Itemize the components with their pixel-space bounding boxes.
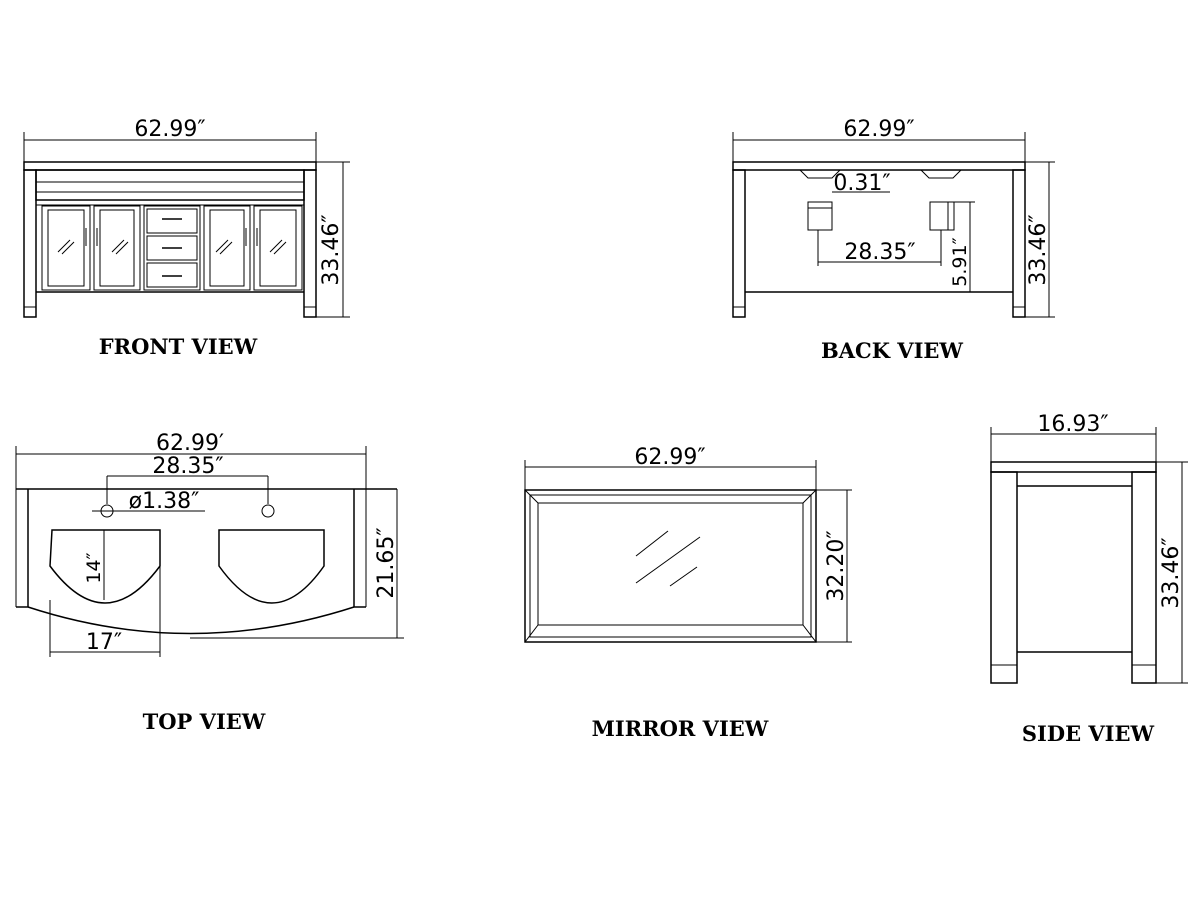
back-offset-dim: 0.31″ <box>833 171 890 196</box>
front-view-title: FRONT VIEW <box>99 334 258 359</box>
top-spacing-dim: 28.35″ <box>152 454 223 479</box>
top-basin-width-dim: 17″ <box>86 630 122 655</box>
side-view-title: SIDE VIEW <box>1022 721 1155 746</box>
side-view: 16.93″ 33.46″ SIDE VIEW <box>990 412 1188 746</box>
mirror-width-dim: 62.99″ <box>634 445 705 470</box>
top-depth-dim: 21.65″ <box>374 527 399 598</box>
mirror-view: 62.99″ 32.20″ MIRROR VIEW <box>524 445 852 741</box>
back-height-dim: 33.46″ <box>1026 214 1051 285</box>
side-width-dim: 16.93″ <box>1037 412 1108 437</box>
side-height-dim: 33.46″ <box>1159 537 1184 608</box>
top-basin-depth-dim: 14″ <box>83 552 105 583</box>
top-hole-dim: ø1.38″ <box>129 489 200 514</box>
front-width-dim: 62.99″ <box>134 117 205 142</box>
front-view: 62.99″ <box>23 117 350 359</box>
top-view: 62.99′ 28.35″ ø1.38″ 14″ 17″ 21.65″ TOP … <box>15 431 404 734</box>
top-view-title: TOP VIEW <box>143 709 266 734</box>
back-drop-dim: 5.91″ <box>949 237 971 286</box>
mirror-view-title: MIRROR VIEW <box>592 716 769 741</box>
mirror-height-dim: 32.20″ <box>824 530 849 601</box>
front-height-dim: 33.46″ <box>319 214 344 285</box>
back-view: 62.99″ 0.31″ 28.35″ 5.91″ 33.46″ BACK VI <box>732 117 1055 363</box>
top-width-dim: 62.99′ <box>156 431 224 456</box>
back-width-dim: 62.99″ <box>843 117 914 142</box>
back-spacing-dim: 28.35″ <box>844 240 915 265</box>
back-view-title: BACK VIEW <box>821 338 963 363</box>
